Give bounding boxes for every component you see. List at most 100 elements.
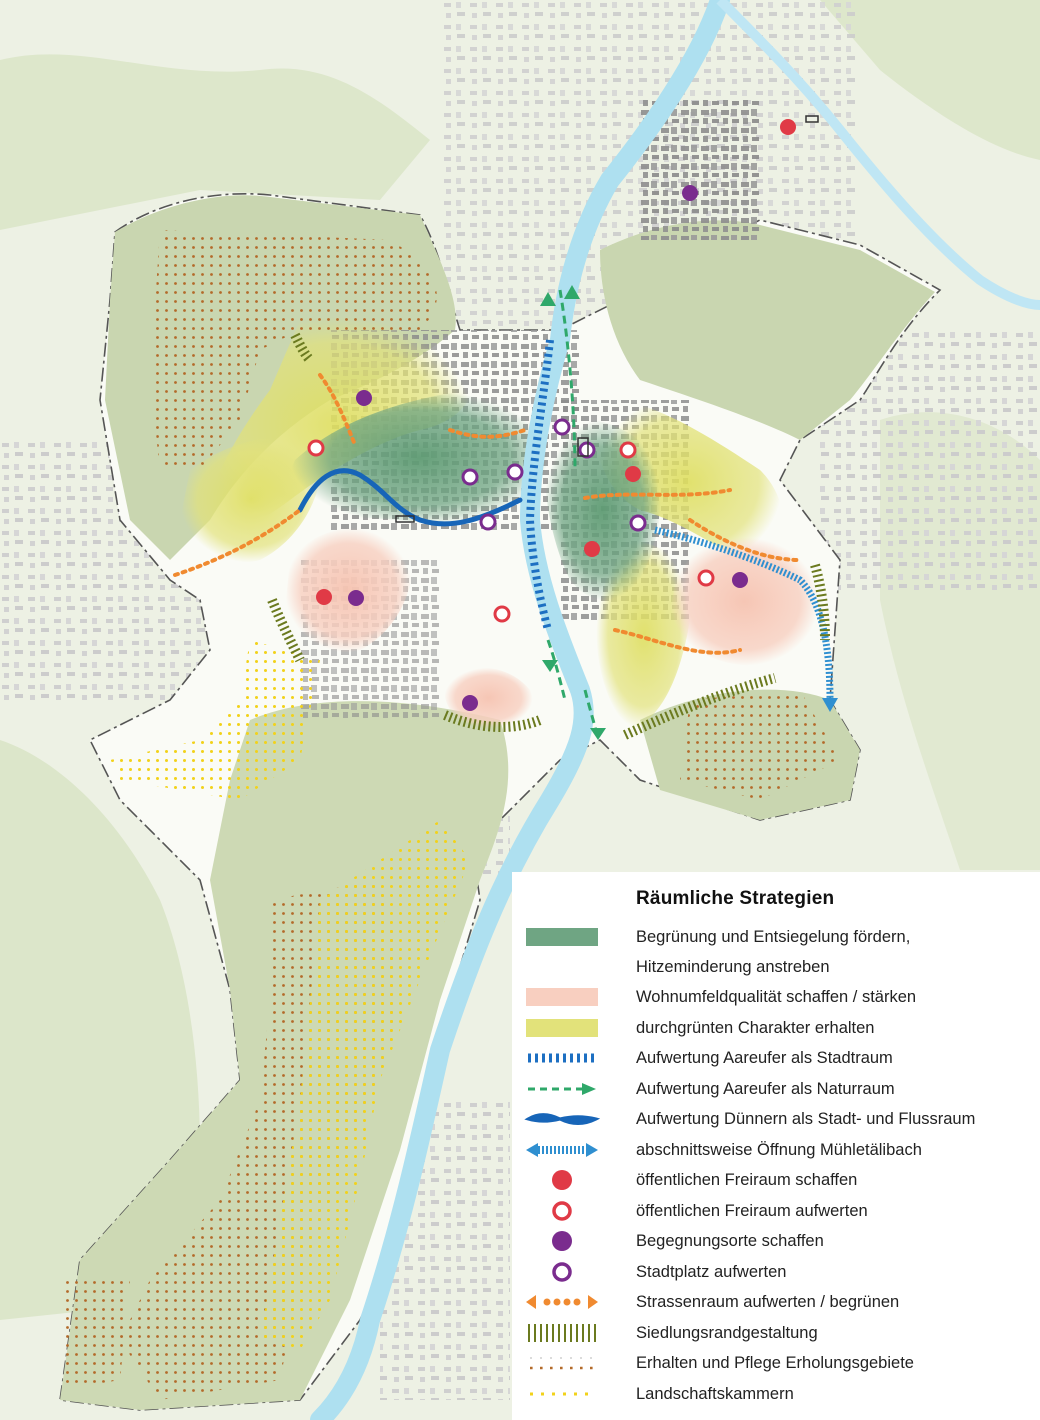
legend-item-erholung: Erhalten und Pflege Erholungsgebiete [512,1348,1040,1378]
legend-label: Landschaftskammern [636,1385,794,1403]
green-arrow-head [542,660,558,672]
begegnungsort-marker [348,590,364,606]
freiraum-aufwerten-marker [619,441,637,459]
street-upgrade [318,373,357,447]
settlement-edge [290,332,314,364]
legend-item-aareufer-stadt: Aufwertung Aareufer als Stadtraum [512,1043,1040,1073]
muehletaelibach-line [654,526,834,701]
freiraum-schaffen-marker [584,541,600,557]
aareufer-naturraum-line [583,689,600,741]
aare-river-tributary [716,0,1040,310]
purple-dot-symbol [552,1231,572,1251]
forest-area [0,54,430,230]
begegnungsort-marker [356,390,372,406]
recreation-area-west [150,230,437,470]
green-area-east [543,419,661,601]
yellow-area-swatch [526,1019,598,1037]
legend-label: Strassenraum aufwerten / begrünen [636,1293,900,1311]
settlement-edge [267,598,305,663]
street-upgrade [173,508,302,577]
yellow-area-northeast [593,395,783,570]
begegnungsort-marker [462,695,478,711]
legend-item-durchgruent: durchgrünten Charakter erhalten [512,1013,1040,1043]
legend-item-freiraum-schaffen: öffentlichen Freiraum schaffen [512,1165,1040,1195]
freiraum-schaffen-marker [625,466,641,482]
legend-label: Wohnumfeldqualität schaffen / stärken [636,988,917,1006]
recreation-area-southwest [60,1280,130,1390]
stadtplatz-marker [479,513,497,531]
purple-ring-symbol [552,1262,572,1282]
begegnungsort-marker [732,572,748,588]
settlement-edge [622,673,777,740]
red-ring-symbol [552,1201,572,1221]
legend-item-strassenraum: Strassenraum aufwerten / begrünen [512,1287,1040,1317]
stadtplatz-marker [629,514,647,532]
pink-area-south [444,667,533,729]
legend-item-duennern: Aufwertung Dünnern als Stadt- und Flussr… [512,1104,1040,1134]
legend-item-hitze: Hitzeminderung anstreben [512,952,1040,982]
stadtplatz-marker [461,468,479,486]
settlement-edge [443,710,542,732]
green-area-swatch [526,928,598,946]
legend-item-wohnumfeld: Wohnumfeldqualität schaffen / stärken [512,982,1040,1012]
recreation-area-southeast [680,690,840,800]
pink-area-west [285,527,413,653]
legend-label: Aufwertung Dünnern als Stadt- und Flussr… [636,1110,976,1128]
legend-label: Aufwertung Aareufer als Naturraum [636,1080,895,1098]
green-area-west [290,390,549,526]
freiraum-schaffen-marker [316,589,332,605]
landscape-chamber-south [260,820,470,1350]
aareufer-naturraum-line [558,289,577,471]
legend-item-begegnung: Begegnungsorte schaffen [512,1226,1040,1256]
aareufer-naturraum-line [546,639,567,701]
bridge [395,515,415,523]
green-arrow-head [564,285,580,299]
yellow-area-west [180,436,322,563]
street-upgrade [688,518,802,562]
stadtplatz-marker [578,441,596,459]
forest-area [820,0,1040,160]
street-upgrade [448,428,527,439]
green-arrow-head [540,292,556,306]
street-upgrade [583,488,732,500]
legend-item-siedlungsrand: Siedlungsrandgestaltung [512,1318,1040,1348]
freiraum-schaffen-marker [780,119,796,135]
blue-wave-symbol [524,1113,600,1125]
forest-area [0,740,200,1320]
brown-dots-symbol [530,1357,596,1370]
hatched-double-arrow-symbol [526,1143,598,1157]
stadtplatz-marker [553,418,571,436]
legend-item-landschaft: Landschaftskammern [512,1379,1040,1409]
stadtplatz-marker [506,463,524,481]
legend-label: Siedlungsrandgestaltung [636,1324,818,1342]
yellow-dots-symbol [530,1392,596,1396]
legend-item-stadtplatz: Stadtplatz aufwerten [512,1257,1040,1287]
legend-item-freiraum-aufwerten: öffentlichen Freiraum aufwerten [512,1196,1040,1226]
legend-label: Stadtplatz aufwerten [636,1263,787,1281]
freiraum-aufwerten-marker [697,569,715,587]
orange-dotted-double-arrow-symbol [526,1295,598,1309]
red-dot-symbol [552,1170,572,1190]
legend-label: Begegnungsorte schaffen [636,1232,824,1250]
duennern-river [297,468,523,527]
legend-label: Hitzeminderung anstreben [636,958,830,976]
legend-item-aareufer-natur: Aufwertung Aareufer als Naturraum [512,1074,1040,1104]
legend-label: Begrünung und Entsiegelung fördern, [636,928,911,946]
pink-area-swatch [526,988,598,1006]
legend: Räumliche Strategien Begrünung und Entsi… [512,872,1040,1420]
aare-river [310,0,730,1420]
olive-hatch-symbol [528,1324,596,1342]
begegnungsort-marker [682,185,698,201]
legend-label: öffentlichen Freiraum aufwerten [636,1202,868,1220]
blue-dashed-line-symbol [528,1053,596,1063]
muehletaelibach-arrow-head [822,698,838,712]
green-arrow-symbol [528,1083,596,1095]
bridge [805,115,819,123]
legend-label: Erhalten und Pflege Erholungsgebiete [636,1354,914,1372]
landscape-chamber-west [110,640,320,800]
legend-label: durchgrünten Charakter erhalten [636,1019,875,1037]
legend-item-muehletaelibach: abschnittsweise Öffnung Mühletälibach [512,1135,1040,1165]
legend-label: Aufwertung Aareufer als Stadtraum [636,1049,893,1067]
